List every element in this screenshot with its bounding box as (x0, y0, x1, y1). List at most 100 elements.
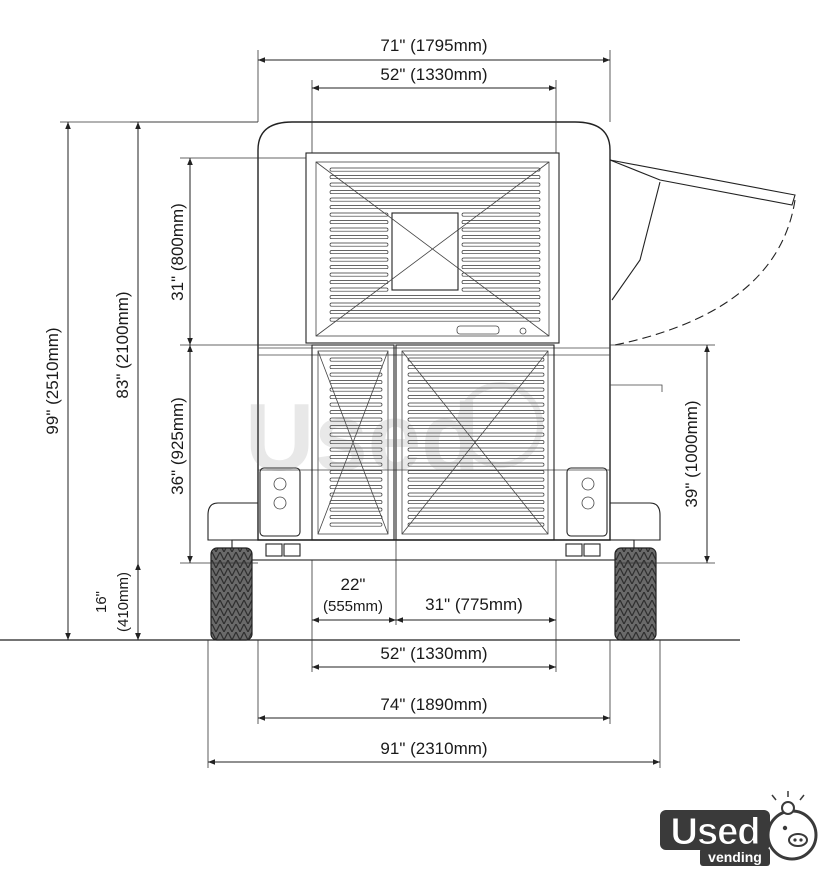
louver-slat (461, 250, 541, 255)
louver-slat (329, 250, 389, 255)
watermark: Used (245, 382, 543, 491)
louver-slat (329, 287, 389, 292)
louver-slat (407, 500, 545, 505)
dim-top-overall-width: 71" (1795mm) (380, 36, 487, 55)
door-cross-line (401, 350, 549, 535)
louver-slat (407, 515, 545, 520)
louver-slat (329, 357, 383, 362)
louver-slat (461, 287, 541, 292)
trailer-body (207, 121, 663, 561)
louver-slat (407, 477, 545, 482)
louver-slat (407, 365, 545, 370)
louver-slat (329, 515, 383, 520)
louver-slat (407, 410, 545, 415)
dim-left-door-in: 22" (341, 575, 366, 594)
usedvending-logo: Used vending (660, 791, 818, 866)
louver-slat (329, 302, 541, 307)
dim-ground-clearance-in: 16" (93, 591, 110, 613)
louver-slat (329, 257, 389, 262)
louver-slat (329, 477, 383, 482)
door-cross-lines (315, 161, 550, 535)
louver-slat (329, 395, 383, 400)
louver-slat (329, 182, 541, 187)
louver-slat (407, 485, 545, 490)
dim-body-height: 83" (2100mm) (113, 291, 132, 398)
louver-slat (407, 380, 545, 385)
louver-slat (407, 455, 545, 460)
louver-slat (329, 227, 389, 232)
louver-slat (461, 242, 541, 247)
svg-text:Used: Used (245, 384, 480, 491)
louver-slat (329, 167, 541, 172)
louver-slat (407, 372, 545, 377)
louver-slat (329, 235, 389, 240)
louver-slat (329, 265, 389, 270)
louver-slat (461, 235, 541, 240)
louver-slat (407, 395, 545, 400)
coin-icon (781, 801, 795, 815)
louver-slat (329, 410, 383, 415)
louver-slat (461, 227, 541, 232)
louver-slat (461, 257, 541, 262)
dim-overall-height: 99" (2510mm) (43, 327, 62, 434)
louver-slat (329, 417, 383, 422)
dimension-lines (65, 57, 710, 765)
louver-slat (461, 212, 541, 217)
dim-door-height: 36" (925mm) (168, 397, 187, 495)
louver-slat (407, 492, 545, 497)
louver-slat (461, 265, 541, 270)
louver-slat (329, 190, 541, 195)
louver-slat (407, 447, 545, 452)
louver-slat (407, 417, 545, 422)
logo-word: Used (671, 811, 760, 853)
louver-slat (329, 310, 541, 315)
dim-serving-height: 39" (1000mm) (682, 400, 701, 507)
awning (609, 159, 796, 346)
louver-slat (329, 462, 383, 467)
louver-slat (407, 522, 545, 527)
louver-slat (329, 317, 541, 322)
louver-slat (329, 295, 541, 300)
door-cross-line (315, 161, 550, 337)
louver-slat (461, 280, 541, 285)
louver-slat (329, 507, 383, 512)
louvers (329, 167, 545, 527)
louver-slat (407, 425, 545, 430)
louver-slat (329, 242, 389, 247)
right-wheel (614, 547, 657, 641)
louver-slat (329, 485, 383, 490)
louver-slat (329, 372, 383, 377)
louver-slat (407, 357, 545, 362)
louver-slat (329, 212, 389, 217)
dim-top-inner-width: 52" (1330mm) (380, 65, 487, 84)
louver-slat (329, 425, 383, 430)
louver-slat (407, 402, 545, 407)
louver-slat (461, 220, 541, 225)
logo-sub: vending (708, 849, 762, 865)
louver-slat (329, 175, 541, 180)
louver-slat (329, 197, 541, 202)
louver-slat (407, 432, 545, 437)
louver-slat (329, 470, 383, 475)
louver-slat (329, 387, 383, 392)
dim-bottom-body-width: 74" (1890mm) (380, 695, 487, 714)
louver-slat (329, 455, 383, 460)
louver-slat (329, 492, 383, 497)
louver-slat (329, 220, 389, 225)
dim-bottom-overall-width: 91" (2310mm) (380, 739, 487, 758)
louver-slat (461, 272, 541, 277)
louver-slat (407, 470, 545, 475)
louver-slat (329, 205, 541, 210)
louver-slat (407, 462, 545, 467)
louver-slat (329, 522, 383, 527)
dim-bottom-inner-width: 52" (1330mm) (380, 644, 487, 663)
dim-right-door: 31" (775mm) (425, 595, 523, 614)
door-cross-line (317, 350, 389, 535)
left-wheel (210, 547, 253, 641)
dim-left-door-mm: (555mm) (323, 598, 383, 615)
louver-slat (329, 402, 383, 407)
dim-window-height: 31" (800mm) (168, 203, 187, 301)
louver-slat (329, 440, 383, 445)
louver-slat (407, 507, 545, 512)
